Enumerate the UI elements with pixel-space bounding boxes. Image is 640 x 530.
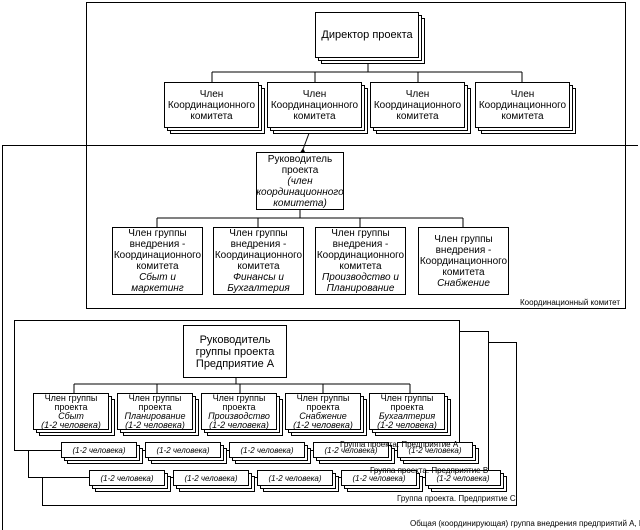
group-c-member-size: (1-2 человека) bbox=[268, 474, 322, 483]
group-c-member-4: (1-2 человека) bbox=[341, 470, 417, 486]
committee-member-2: Член Координационного комитета bbox=[267, 82, 362, 128]
group-b-member-1: (1-2 человека) bbox=[61, 442, 137, 458]
committee-frame bbox=[86, 2, 626, 309]
director-box: Директор проекта bbox=[315, 12, 419, 58]
group-b-member-size: (1-2 человека) bbox=[156, 446, 210, 455]
group-member-supply: Член группы проекта Снабжение (1-2 челов… bbox=[285, 393, 361, 430]
group-c-member-5: (1-2 человека) bbox=[425, 470, 501, 486]
group-c-member-3: (1-2 человека) bbox=[257, 470, 333, 486]
group-c-label: Группа проекта. Предприятие С bbox=[397, 494, 516, 503]
impl-member-production: Член группы внедрения - Координационного… bbox=[315, 227, 406, 295]
group-c-member-1: (1-2 человека) bbox=[89, 470, 165, 486]
impl-member-finance: Член группы внедрения - Координационного… bbox=[213, 227, 304, 295]
group-a-label: Группа проекта. Предприятие А bbox=[340, 440, 459, 449]
group-member-accounting: Член группы проекта Бухгалтерия (1-2 чел… bbox=[369, 393, 445, 430]
group-c-member-size: (1-2 человека) bbox=[184, 474, 238, 483]
group-b-member-4: (1-2 человека) bbox=[313, 442, 389, 458]
committee-member-4: Член Координационного комитета bbox=[475, 82, 570, 128]
group-member-planning: Член группы проекта Планирование (1-2 че… bbox=[117, 393, 193, 430]
group-member-production: Член группы проекта Производство (1-2 че… bbox=[201, 393, 277, 430]
impl-member-sales: Член группы внедрения - Координационного… bbox=[112, 227, 203, 295]
coordination-committee-label: Координационный комитет bbox=[519, 298, 620, 307]
group-b-member-size: (1-2 человека) bbox=[408, 446, 462, 455]
group-b-member-size: (1-2 человека) bbox=[240, 446, 294, 455]
general-group-label: Общая (координирующая) группа внедрения … bbox=[410, 519, 640, 528]
group-b-member-size: (1-2 человека) bbox=[324, 446, 378, 455]
group-manager-box: Руководитель группы проекта Предприятие … bbox=[183, 325, 287, 378]
group-member-sales: Член группы проекта Сбыт (1-2 человека) bbox=[33, 393, 109, 430]
group-c-member-size: (1-2 человека) bbox=[100, 474, 154, 483]
group-c-member-2: (1-2 человека) bbox=[173, 470, 249, 486]
group-b-member-5: (1-2 человека) bbox=[397, 442, 473, 458]
project-manager-box: Руководитель проекта (член координационн… bbox=[256, 152, 344, 210]
group-b-label: Группа проекта. Предприятие В bbox=[370, 466, 489, 475]
group-c-member-size: (1-2 человека) bbox=[352, 474, 406, 483]
group-b-member-2: (1-2 человека) bbox=[145, 442, 221, 458]
group-b-member-3: (1-2 человека) bbox=[229, 442, 305, 458]
director-label: Директор проекта bbox=[321, 28, 413, 41]
committee-member-3: Член Координационного комитета bbox=[370, 82, 465, 128]
impl-member-supply: Член группы внедрения - Координационного… bbox=[418, 227, 509, 295]
group-b-member-size: (1-2 человека) bbox=[72, 446, 126, 455]
group-c-member-size: (1-2 человека) bbox=[436, 474, 490, 483]
committee-member-1: Член Координационного комитета bbox=[164, 82, 259, 128]
